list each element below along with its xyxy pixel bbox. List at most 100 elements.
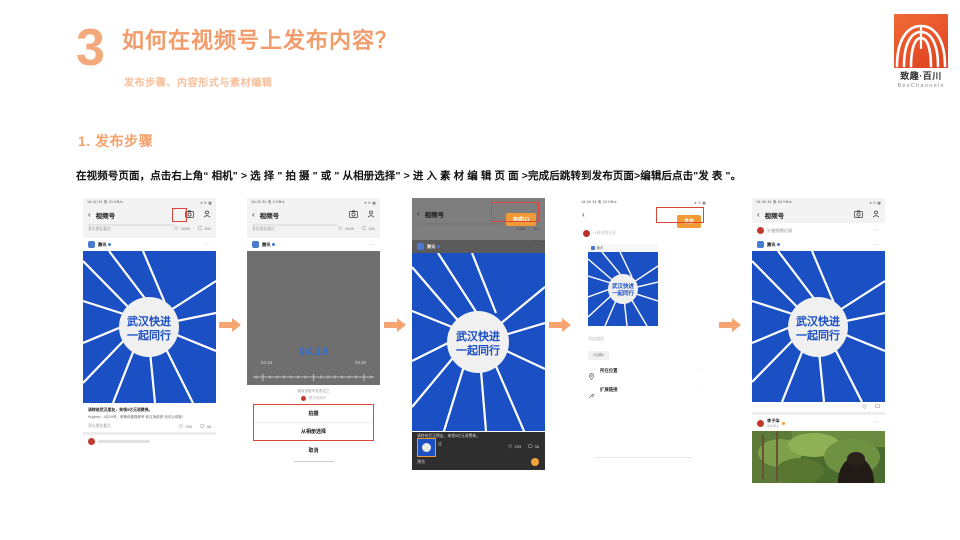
avatar bbox=[757, 241, 764, 248]
logo-text-en: BesChannels bbox=[897, 83, 945, 89]
post-media-aperture: 武汉快进 一起同行 bbox=[412, 253, 545, 431]
description-input[interactable]: 添加描述 bbox=[588, 336, 604, 341]
divider bbox=[254, 422, 373, 423]
record-button[interactable] bbox=[531, 458, 539, 466]
svg-text:武汉快进: 武汉快进 bbox=[612, 282, 635, 290]
option-album[interactable]: 从相册选择 bbox=[300, 429, 326, 435]
back-icon[interactable]: ‹ bbox=[582, 210, 585, 219]
poster-name: 腾讯 bbox=[262, 241, 271, 247]
post-header: 腾讯 ··· bbox=[247, 238, 380, 251]
phone-2-actionsheet: 16:43 34 电 0 KB/s ● ⊙ ▩ ‹ 视频号 多位朋友看过 104 bbox=[247, 198, 380, 465]
phone-1-feed: 16:42 34 电 31 KB/s ● ⊙ ▩ ‹ 视频号 多位朋友看过 bbox=[83, 198, 216, 476]
more-options-icon[interactable]: ··· bbox=[533, 244, 540, 250]
avatar bbox=[88, 241, 95, 248]
phone-3-editor: ‹ 视频号 1049 101 完成(1) 腾讯 ··· bbox=[412, 198, 545, 470]
more-options-icon[interactable]: ··· bbox=[873, 242, 880, 248]
phone-flow: 16:42 34 电 31 KB/s ● ⊙ ▩ ‹ 视频号 多位朋友看过 bbox=[0, 198, 960, 488]
selected-thumbnail[interactable] bbox=[417, 438, 436, 457]
topic-chip[interactable]: #话题# bbox=[588, 351, 610, 360]
link-icon bbox=[588, 386, 595, 398]
home-indicator bbox=[293, 461, 334, 462]
more-options-icon[interactable]: ··· bbox=[368, 242, 375, 248]
post-header: 腾讯 ··· bbox=[83, 238, 216, 251]
comment-count[interactable]: 38 bbox=[200, 424, 211, 429]
like-count: 293 bbox=[508, 444, 521, 449]
status-right: ● ⊙ ▩ bbox=[694, 200, 706, 205]
poster-name: 腾讯 bbox=[98, 241, 107, 247]
person-icon[interactable] bbox=[203, 210, 211, 218]
sub-bar: 多位朋友看过 1049 101 bbox=[247, 223, 380, 238]
placeholder-line bbox=[252, 224, 338, 226]
svg-text:武汉快进: 武汉快进 bbox=[127, 314, 171, 328]
person-icon[interactable] bbox=[367, 210, 375, 218]
status-bar: 16:42 34 电 31 KB/s ● ⊙ ▩ bbox=[83, 198, 216, 207]
poster-name: 腾讯 bbox=[427, 243, 436, 249]
svg-text:武汉快进: 武汉快进 bbox=[796, 314, 840, 328]
caption-line-2: Hughes：4月19号，来腾讯微视频号"武汉消费券"也可以领券! bbox=[88, 415, 183, 419]
comment-count: 101 bbox=[362, 226, 375, 231]
next-poster-name: 李子柒 bbox=[767, 417, 780, 423]
more-options-icon[interactable]: ··· bbox=[873, 419, 880, 425]
camera-icon[interactable] bbox=[854, 210, 863, 218]
done-button[interactable]: 完成(1) bbox=[505, 208, 536, 226]
more-options-icon[interactable]: ··· bbox=[873, 227, 880, 233]
status-right: ● ⊙ ▩ bbox=[869, 200, 881, 205]
next-post-header: 李子柒 美食博主 ··· bbox=[752, 415, 885, 431]
comment-icon[interactable] bbox=[875, 404, 880, 409]
post-meta: 多位朋友看过 293 38 bbox=[83, 422, 216, 432]
divider bbox=[595, 457, 692, 458]
post-header: 腾讯 ··· bbox=[412, 240, 545, 253]
status-bar: 16:46 34 电 63 KB/s ● ⊙ ▩ bbox=[752, 198, 885, 207]
back-icon[interactable]: ‹ bbox=[88, 210, 91, 219]
location-pin-icon bbox=[588, 367, 595, 380]
post-header: 腾讯 ··· bbox=[752, 238, 885, 251]
brand-logo: 致趣·百川 BesChannels bbox=[892, 14, 950, 90]
nav-bar: ‹ 视频号 bbox=[247, 207, 380, 223]
post-caption: 请转给武汉朋友，来领5亿元消费券。 Hughes：4月19号，来腾讯微视频号"武… bbox=[83, 403, 216, 422]
svg-text:一起同行: 一起同行 bbox=[796, 328, 840, 342]
status-bar: 16:43 34 电 0 KB/s ● ⊙ ▩ bbox=[247, 198, 380, 207]
row-link[interactable]: 扩展链接 › bbox=[577, 380, 710, 399]
caption-line-1: 请转给武汉朋友，来领5亿元消费券。 bbox=[417, 434, 480, 438]
self-name: 计橙视频记录 bbox=[767, 227, 793, 233]
row-location[interactable]: 所在位置 › bbox=[577, 361, 710, 380]
back-icon[interactable]: ‹ bbox=[757, 210, 760, 219]
editor-top: ‹ 视频号 1049 101 完成(1) bbox=[412, 198, 545, 240]
like-icon[interactable] bbox=[862, 404, 867, 409]
option-cancel[interactable]: 取消 bbox=[308, 448, 319, 454]
account-row: 计橙视频记录 bbox=[577, 223, 710, 237]
account-name: 计橙视频记录 bbox=[593, 231, 616, 235]
logo-text-cn: 致趣·百川 bbox=[900, 71, 942, 81]
row-label: 扩展链接 bbox=[600, 386, 618, 392]
avatar bbox=[583, 230, 590, 237]
nav-title: 视频号 bbox=[764, 213, 785, 220]
camera-icon[interactable] bbox=[349, 210, 358, 218]
preview-label[interactable]: 预览 bbox=[417, 459, 425, 464]
section-number: 3 bbox=[76, 19, 105, 77]
option-shoot[interactable]: 拍摄 bbox=[308, 411, 319, 417]
camera-icon[interactable] bbox=[185, 210, 194, 218]
like-count: 1049 bbox=[174, 226, 190, 231]
nav-title: 视频号 bbox=[95, 213, 116, 220]
status-right: ● ⊙ ▩ bbox=[200, 200, 212, 205]
media-preview-card[interactable]: 腾讯 武汉快进 一起同行 bbox=[587, 244, 659, 331]
poster-name: 腾讯 bbox=[767, 241, 776, 247]
avatar bbox=[757, 227, 764, 234]
placeholder-line bbox=[98, 440, 150, 443]
status-left: 16:46 34 电 63 KB/s bbox=[756, 200, 792, 204]
page-subtitle: 发布步骤、内容形式与素材编辑 bbox=[124, 78, 273, 89]
editor-bottom-bar: 请转给武汉朋友，来领5亿元消费券。 过 293 38 预览 bbox=[412, 432, 545, 470]
svg-text:一起同行: 一起同行 bbox=[456, 343, 500, 357]
more-options-icon[interactable]: ··· bbox=[204, 242, 211, 248]
sheet-account: 腾讯视频号 bbox=[308, 396, 327, 400]
person-icon[interactable] bbox=[872, 210, 880, 218]
comment-count: 38 bbox=[528, 444, 539, 449]
like-count[interactable]: 293 bbox=[179, 424, 192, 429]
arrow-3 bbox=[549, 318, 571, 332]
arrow-2 bbox=[384, 318, 406, 332]
back-icon[interactable]: ‹ bbox=[252, 210, 255, 219]
next-post-photo bbox=[752, 431, 885, 483]
viewers-label: 多位朋友看过 bbox=[88, 424, 111, 428]
nav-title: 视频号 bbox=[259, 213, 280, 220]
nav-bar: ‹ 视频号 bbox=[752, 207, 885, 223]
